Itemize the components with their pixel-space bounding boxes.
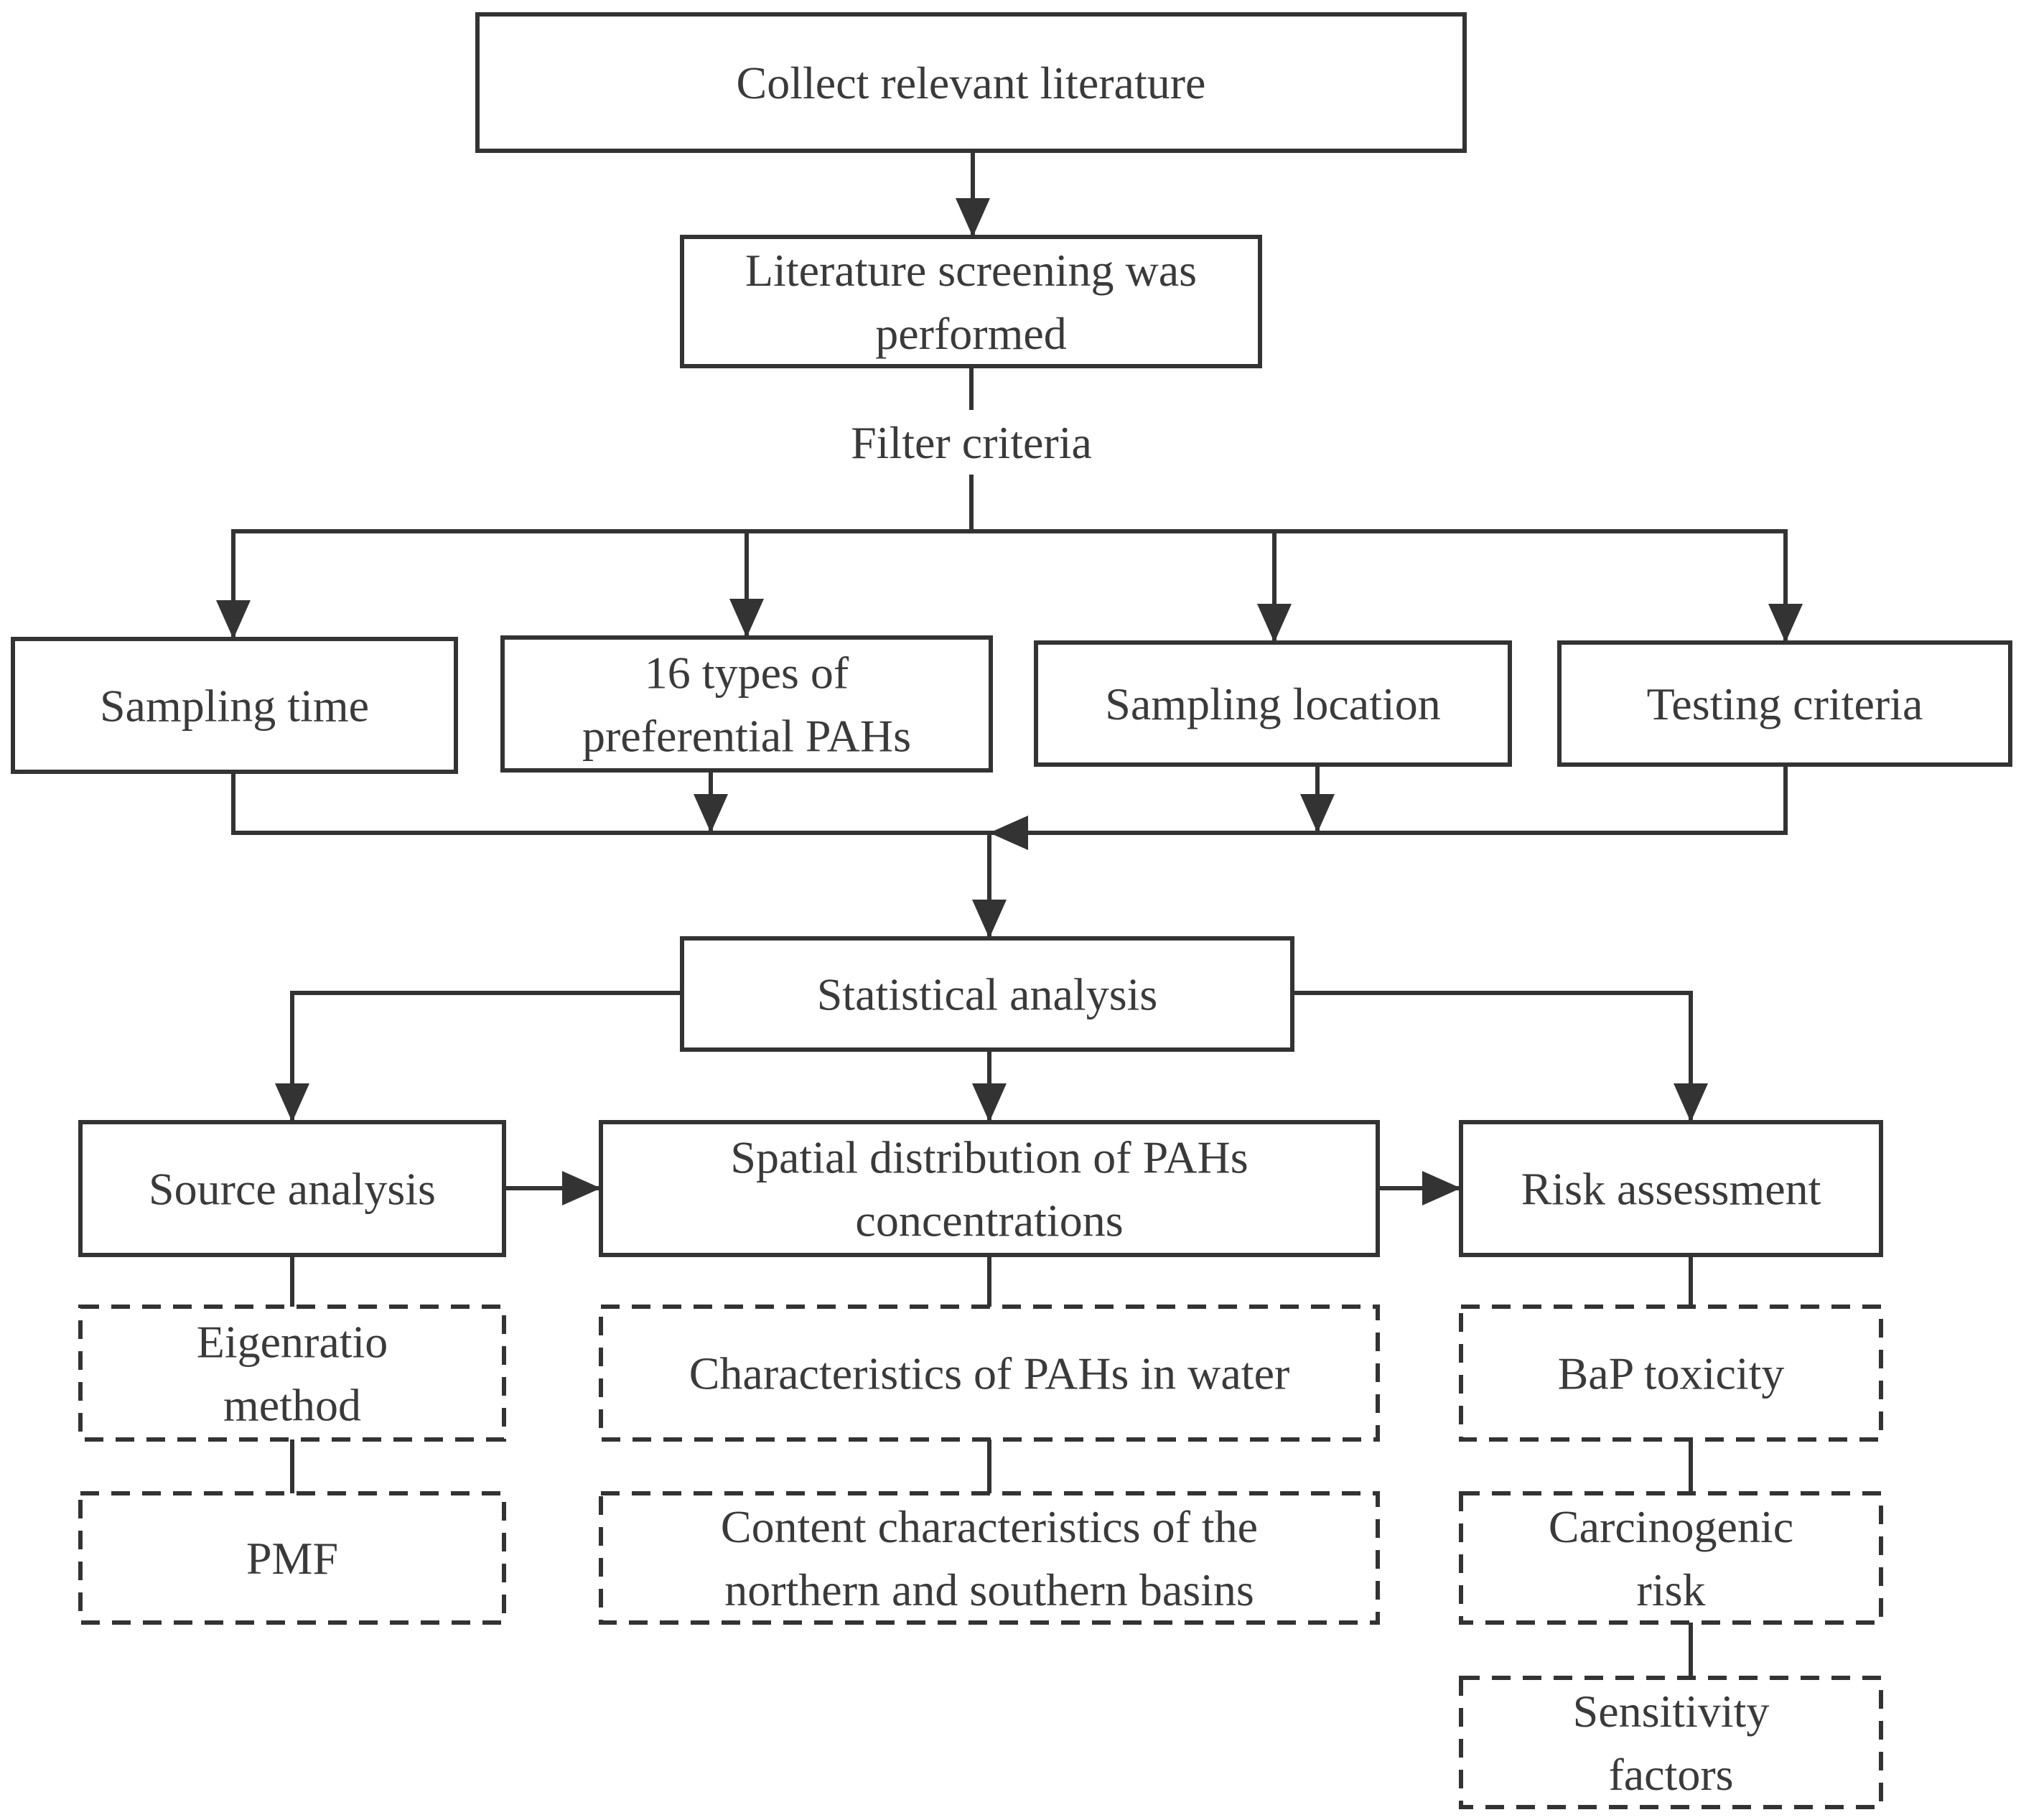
node-box: [475, 12, 1467, 153]
node-bap: BaP toxicity: [1459, 1305, 1883, 1442]
node-box: [1459, 1120, 1883, 1257]
node-label-line: BaP toxicity: [1558, 1348, 1785, 1399]
edge-filter_label-to-pahs16: [729, 529, 971, 638]
node-label-line: Filter criteria: [851, 417, 1092, 468]
node-label-line: Collect relevant literature: [737, 57, 1206, 108]
node-label-line: Spatial distribution of PAHs: [730, 1131, 1248, 1182]
node-box: [1034, 640, 1512, 767]
node-label-line: Testing criteria: [1647, 678, 1923, 729]
node-label-line: Sensitivity: [1573, 1686, 1770, 1737]
node-filter-label: Filter criteria: [851, 417, 1092, 468]
node-statistical: Statistical analysis: [680, 936, 1294, 1052]
node-box: [680, 235, 1262, 368]
node-collect: Collect relevant literature: [475, 12, 1467, 153]
node-label-line: Carcinogenic: [1549, 1501, 1793, 1552]
node-spatial: Spatial distribution of PAHs concentratio…: [599, 1120, 1380, 1257]
node-screening: Literature screening was performed: [680, 235, 1262, 368]
node-pmf: PMF: [78, 1491, 506, 1625]
node-pahs16: 16 types of preferential PAHs: [500, 635, 993, 773]
node-box: [680, 936, 1294, 1052]
node-label-line: Source analysis: [149, 1163, 436, 1214]
node-label-line: Sampling location: [1105, 678, 1441, 729]
node-box: [599, 1120, 1380, 1257]
edge-statistical-to-risk: [1292, 991, 1708, 1122]
node-sampling-location: Sampling location: [1034, 640, 1512, 767]
edge-filter_label-to-sampling_time: [216, 475, 974, 639]
node-risk: Risk assessment: [1459, 1120, 1883, 1257]
node-box: [1459, 1676, 1883, 1809]
node-box: [1459, 1305, 1883, 1442]
node-label-line: Statistical analysis: [817, 969, 1158, 1019]
node-label-line: preferential PAHs: [582, 710, 911, 761]
node-label-line: concentrations: [855, 1195, 1123, 1246]
node-box: [500, 635, 993, 773]
edge-sampling_time-to-statistical: [231, 772, 1007, 938]
edge-statistical-to-source: [275, 991, 682, 1122]
node-label-line: 16 types of: [645, 647, 849, 698]
edge-filter_label-to-testing_criteria: [971, 529, 1803, 643]
node-label-line: Literature screening was: [745, 245, 1197, 296]
edge-filter_label-to-sampling_location: [971, 529, 1292, 643]
node-box: [11, 637, 458, 774]
node-box: [78, 1491, 506, 1625]
edge-testing_criteria-to-statistical: [989, 765, 1788, 850]
node-carcinogenic: Carcinogenic risk: [1459, 1491, 1883, 1625]
node-testing-criteria: Testing criteria: [1557, 640, 2012, 767]
node-label-line: Eigenratio: [197, 1316, 388, 1367]
node-box: [599, 1305, 1380, 1442]
node-label-line: Characteristics of PAHs in water: [689, 1348, 1290, 1399]
node-water: Characteristics of PAHs in water: [599, 1305, 1380, 1442]
node-label-line: method: [223, 1379, 361, 1430]
node-sensitivity: Sensitivity factors: [1459, 1676, 1883, 1809]
node-label-line: PMF: [246, 1533, 338, 1584]
node-box: [1557, 640, 2012, 767]
node-label-line: Risk assessment: [1521, 1163, 1821, 1214]
node-label-line: northern and southern basins: [724, 1564, 1254, 1615]
node-box: [1459, 1491, 1883, 1625]
node-label-line: factors: [1608, 1749, 1733, 1800]
node-box: [599, 1491, 1380, 1625]
node-label-line: risk: [1637, 1564, 1706, 1615]
node-eigenratio: Eigenratio method: [78, 1305, 506, 1442]
node-label-line: performed: [875, 308, 1067, 359]
node-label-line: Content characteristics of the: [721, 1501, 1258, 1552]
node-box: [78, 1120, 506, 1257]
node-box: [78, 1305, 506, 1442]
connectors: [216, 151, 1803, 1678]
node-label-line: Sampling time: [100, 680, 369, 731]
node-content: Content characteristics of the northern a…: [599, 1491, 1380, 1625]
node-source: Source analysis: [78, 1120, 506, 1257]
node-sampling-time: Sampling time: [11, 637, 458, 774]
